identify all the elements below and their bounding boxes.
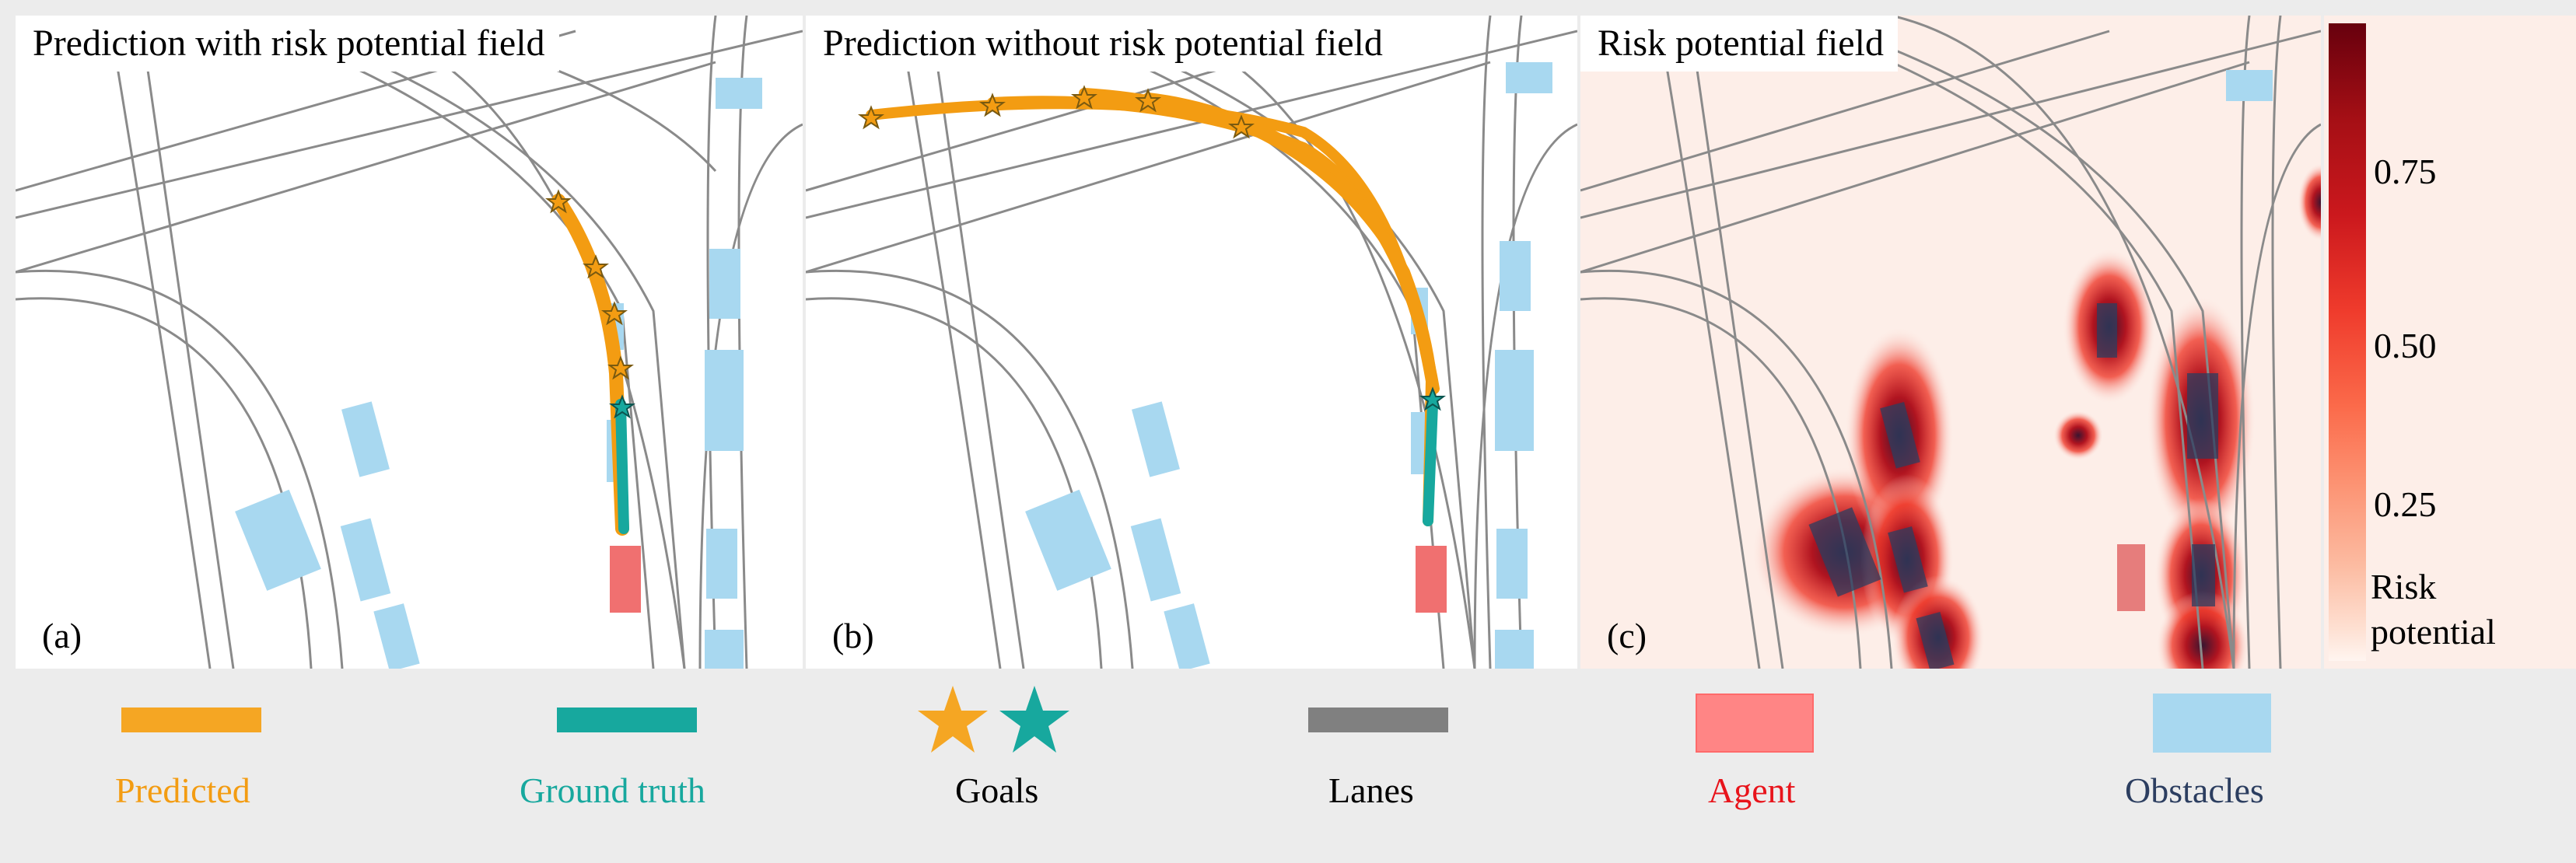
goal-star-ground-truth-icon xyxy=(999,686,1069,753)
colorbar-area xyxy=(2324,16,2576,669)
predicted-trajectory xyxy=(551,194,629,536)
obstacle xyxy=(2226,70,2273,101)
colorbar-label-line1: Risk xyxy=(2371,567,2437,606)
colorbar-tick: 0.50 xyxy=(2374,326,2437,365)
panel-b-map xyxy=(806,16,1577,669)
legend-swatch-ground-truth xyxy=(557,708,697,732)
lanes xyxy=(16,16,803,669)
legend-swatch-obstacles xyxy=(2153,694,2271,753)
legend-label-goals: Goals xyxy=(955,770,1039,810)
legend-swatch-predicted xyxy=(121,708,261,732)
panel-c: Risk potential field (c) xyxy=(1580,16,2321,669)
agent xyxy=(2117,544,2145,611)
agent xyxy=(1416,546,1447,613)
goal-ground-truth xyxy=(609,394,635,419)
panel-a: Prediction with risk potential field (a) xyxy=(16,16,803,669)
legend-goals-icons xyxy=(918,686,1069,753)
ground-truth-trajectory xyxy=(615,399,629,534)
goal-ground-truth xyxy=(1419,386,1446,411)
panel-a-map xyxy=(16,16,803,669)
colorbar xyxy=(2329,23,2366,661)
panel-title: Prediction without risk potential field xyxy=(806,16,1397,72)
colorbar-label-line2: potential xyxy=(2371,612,2496,652)
predicted-trajectories xyxy=(866,88,1440,526)
agent xyxy=(610,546,641,613)
colorbar-tick: 0.75 xyxy=(2374,152,2437,191)
legend-label-predicted: Predicted xyxy=(115,770,250,810)
legend-label-agent: Agent xyxy=(1708,770,1796,810)
obstacles xyxy=(235,78,762,669)
panel-title: Risk potential field xyxy=(1580,16,1898,72)
lanes xyxy=(1580,16,2321,669)
legend-swatch-lanes xyxy=(1308,708,1448,732)
goals xyxy=(545,189,634,380)
legend-label-obstacles: Obstacles xyxy=(2125,770,2264,810)
legend-label-lanes: Lanes xyxy=(1328,770,1414,810)
panel-title: Prediction with risk potential field xyxy=(16,16,559,72)
panel-c-map xyxy=(1580,16,2321,669)
ground-truth-trajectory xyxy=(1423,399,1438,526)
goal-star-predicted-icon xyxy=(918,686,988,753)
goals xyxy=(858,85,1255,139)
legend: Predicted Ground truth Goals Lanes Agent… xyxy=(0,670,2576,863)
colorbar-label: Risk potential xyxy=(2371,564,2496,655)
panel-letter: (c) xyxy=(1607,616,1647,655)
panel-b: Prediction without risk potential field … xyxy=(806,16,1577,669)
legend-swatch-agent xyxy=(1696,694,1814,753)
panel-letter: (b) xyxy=(832,616,874,655)
panel-letter: (a) xyxy=(42,616,82,655)
legend-label-ground-truth: Ground truth xyxy=(520,770,705,810)
colorbar-tick: 0.25 xyxy=(2374,484,2437,524)
obstacles xyxy=(1808,303,2218,669)
